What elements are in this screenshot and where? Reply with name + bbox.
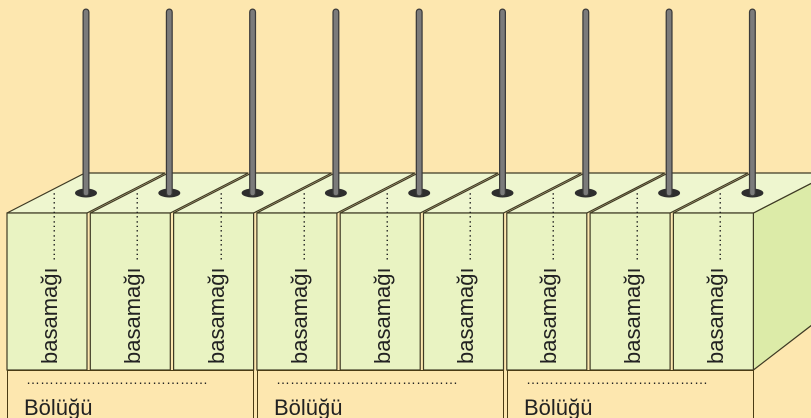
column-blank: …………… [708,191,724,262]
column-label-6: basamağı …………… [452,191,480,364]
column-blank: …………… [292,191,308,262]
column-label-2: basamağı …………… [119,191,147,364]
column-blank: …………… [625,191,641,262]
column-label-text: basamağı [703,267,728,364]
column-blank: …………… [125,191,141,262]
column-label-4: basamağı …………… [286,191,314,364]
column-label-text: basamağı [37,267,62,364]
section-title: Bölüğü [274,395,343,418]
section-blank: ………………………………… [276,371,458,387]
box-front-face [89,212,171,371]
column-label-text: basamağı [287,267,312,364]
column-label-text: basamağı [120,267,145,364]
box-front-face [422,212,505,371]
section-title: Bölüğü [524,395,593,418]
box-front-face [589,212,671,371]
column-label-text: basamağı [370,267,395,364]
column-blank: …………… [209,191,225,262]
box-front-face [506,212,588,371]
box-front-face [173,212,255,371]
column-label-3: basamağı …………… [203,191,231,364]
column-label-text: basamağı [536,267,561,364]
column-label-text: basamağı [453,267,478,364]
column-label-5: basamağı …………… [369,191,397,364]
column-label-7: basamağı …………… [535,191,563,364]
box-front-face [256,212,338,371]
column-blank: …………… [375,191,391,262]
section-title: Bölüğü [24,395,93,418]
box-front-face [339,212,421,371]
column-blank: …………… [458,191,474,262]
section-blank: ………………………………… [26,371,208,387]
section-box-2: ………………………………… Bölüğü [257,370,504,418]
column-label-text: basamağı [620,267,645,364]
column-blank: …………… [42,191,58,262]
column-label-1: basamağı …………… [36,191,64,364]
column-blank: …………… [541,191,557,262]
column-label-text: basamağı [204,267,229,364]
box-front-face [6,212,88,371]
column-label-8: basamağı …………… [619,191,647,364]
section-box-3: ………………………………… Bölüğü [507,370,754,418]
section-blank: ………………………………… [526,371,708,387]
section-box-1: ………………………………… Bölüğü [7,370,254,418]
column-label-9: basamağı …………… [702,191,730,364]
box-front-face [672,212,755,371]
